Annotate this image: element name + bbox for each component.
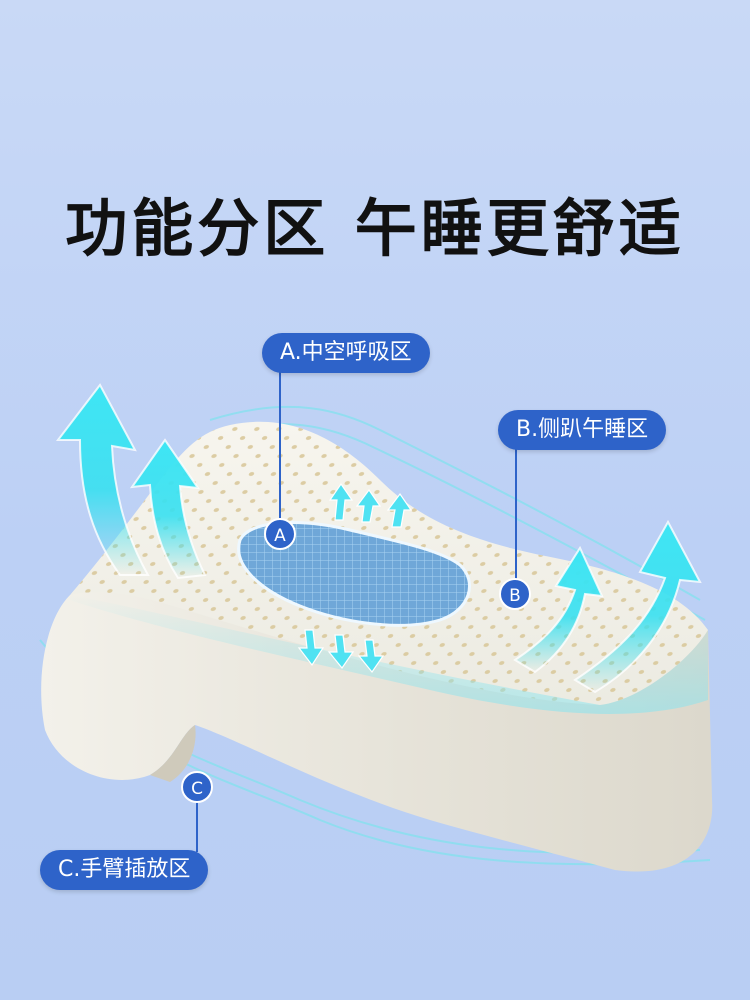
breathing-mesh xyxy=(237,521,471,627)
zone-a-label: A.中空呼吸区 xyxy=(262,333,430,373)
pillow-side xyxy=(41,590,713,872)
connector-b xyxy=(515,444,517,580)
large-airflow-arrows-right xyxy=(513,519,702,694)
connector-c xyxy=(196,800,198,852)
zone-b-marker: B xyxy=(499,578,531,610)
page-title: 功能分区 午睡更舒适 xyxy=(65,192,685,265)
small-down-arrows xyxy=(297,629,385,674)
large-airflow-arrows-left xyxy=(55,383,207,580)
connector-a xyxy=(279,368,281,518)
small-up-arrows xyxy=(328,482,413,528)
zone-a-marker: A xyxy=(264,518,296,550)
zone-b-label: B.侧趴午睡区 xyxy=(498,410,667,450)
zone-c-marker: C xyxy=(181,771,213,803)
zone-c-label: C.手臂插放区 xyxy=(40,850,209,890)
